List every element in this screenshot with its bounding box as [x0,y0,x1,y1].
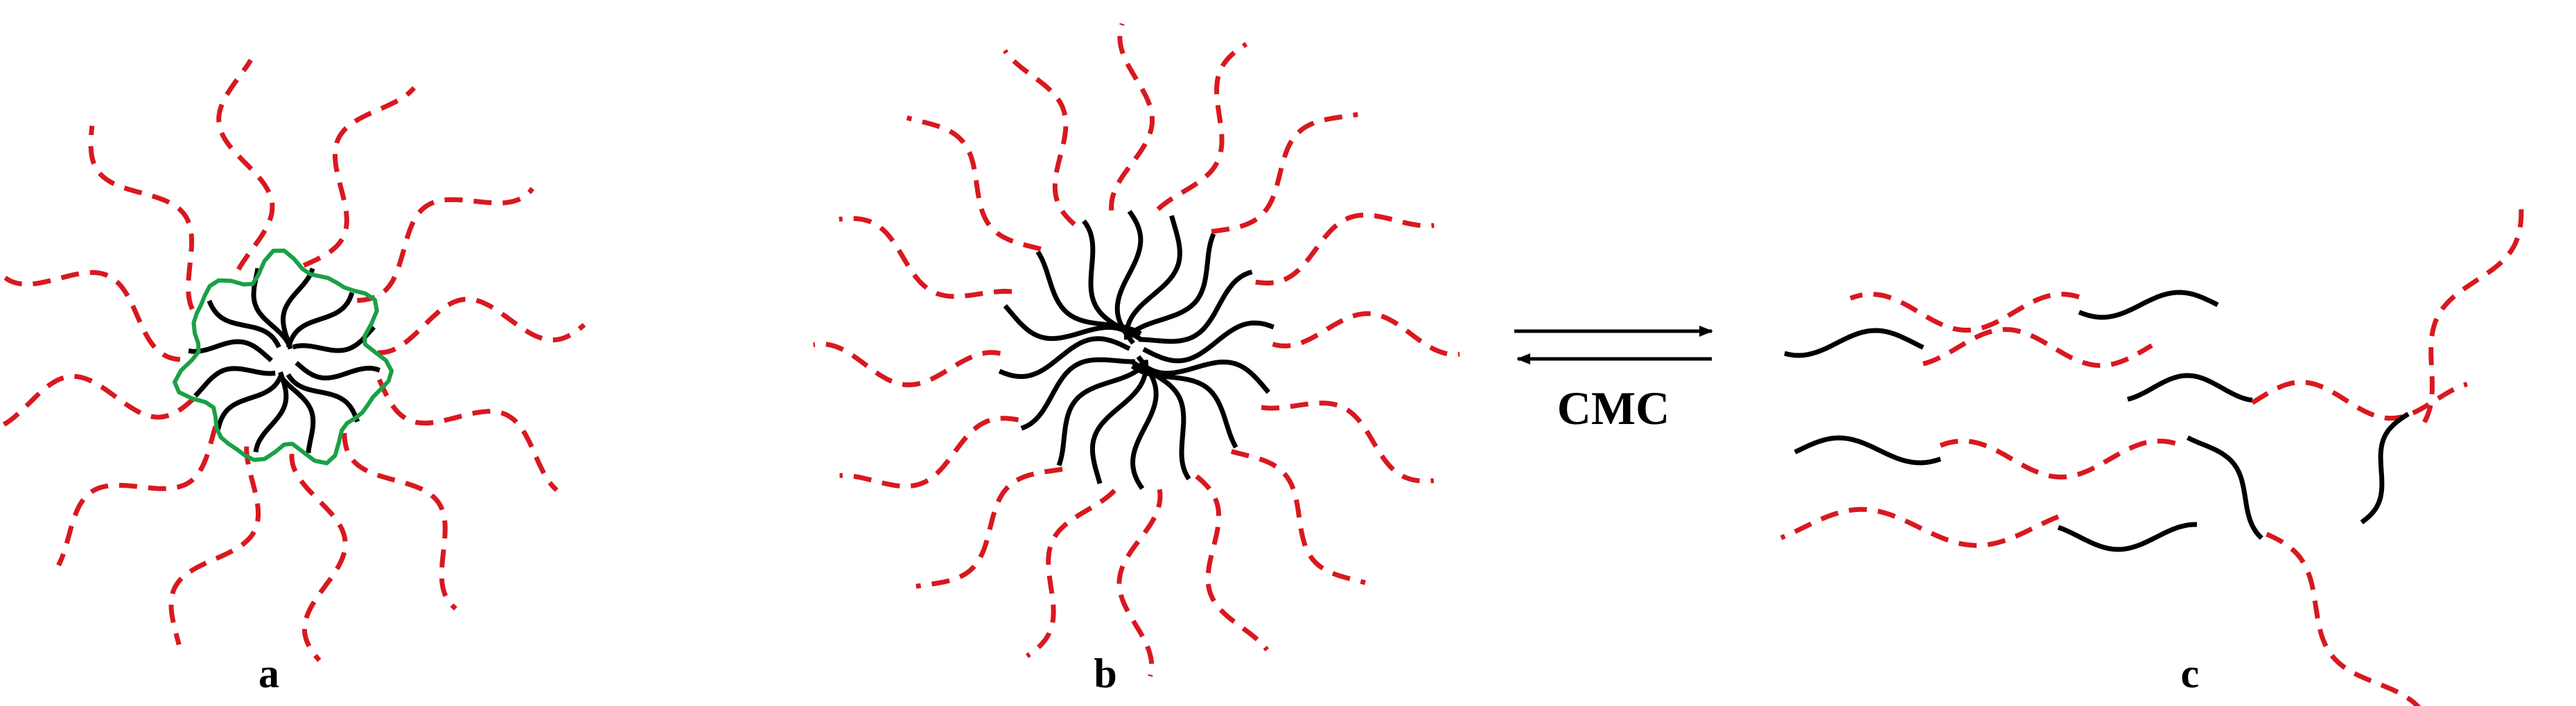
hydrophilic-head [0,270,181,362]
hydrophilic-head [1025,488,1116,658]
hydrophobic-tail [1130,355,1159,491]
hydrophobic-tail [277,373,316,454]
hydrophilic-head [88,125,195,310]
hydrophilic-head [289,454,348,662]
hydrophobic-tail [253,371,289,453]
hydrophilic-head [1230,449,1366,585]
panel-label-a: a [259,651,279,696]
hydrophobic-tail [2127,373,2253,403]
hydrophilic-head [839,215,1013,299]
hydrophilic-head [906,115,1042,251]
hydrophobic-tail [2187,435,2263,540]
hydrophilic-head [915,466,1063,589]
hydrophilic-head [1003,48,1076,227]
hydrophilic-head [1195,474,1270,652]
hydrophobic-tail [1128,233,1216,337]
hydrophobic-tail [286,373,360,423]
hydrophobic-tail [1794,435,1942,466]
hydrophobic-tail [188,339,273,362]
hydrophobic-tail [281,267,315,350]
hydrophilic-head [813,342,1001,387]
hydrophobic-tail [1139,270,1253,344]
hydrophobic-tail [2360,412,2410,524]
hydrophilic-head [168,446,261,646]
hydrophobic-tail [1020,357,1135,431]
hydrophobic-tail [207,299,281,348]
panel-b-spherical-micelle [813,23,1460,677]
panel-a-micelle-with-core [0,58,586,662]
hydrophilic-head [1272,311,1460,358]
hydrophobic-tail [1056,363,1146,466]
hydrophilic-head [1116,488,1163,677]
hydrophilic-head [0,373,195,430]
hydrophilic-head [1156,42,1248,211]
hydrophilic-head [839,416,1019,489]
hydrophilic-head [302,86,417,268]
hydrophobic-tail [2078,290,2219,320]
hydrophilic-head [2422,206,2524,423]
hydrophilic-head [2266,531,2421,706]
hydrophilic-head [377,378,559,492]
hydrophilic-head [342,432,457,611]
hydrophilic-head [2251,380,2469,421]
hydrophobic-tail [1081,219,1143,342]
hydrophilic-head [1922,327,2153,368]
hydrophilic-head [56,425,218,567]
hydrophilic-head [357,186,535,303]
hydrophobic-tail [1138,360,1271,394]
hydrophilic-head [378,297,586,355]
hydrophilic-head [1255,213,1435,285]
equilibrium-arrows-icon: CMC [1514,326,1713,434]
hydrophobic-tail [998,336,1131,379]
hydrophobic-tail [1784,328,1925,358]
hydrophobic-tail [216,373,284,430]
hydrophobic-tail [1089,360,1148,484]
hydrophobic-tail [1123,215,1182,340]
hydrophilic-head [216,58,275,271]
panel-label-b: b [1094,651,1116,696]
hydrophilic-head [1780,506,2060,548]
hydrophobic-tail [1142,320,1274,364]
hydrophilic-head [1261,400,1435,484]
hydrophobic-tail [193,366,276,398]
micelle-core-boundary [173,248,394,466]
cmc-label: CMC [1557,382,1670,434]
hydrophobic-tail [292,325,376,353]
hydrophilic-head [1109,23,1155,211]
hydrophilic-head [1849,292,2080,333]
hydrophilic-head [1939,439,2177,479]
hydrophobic-tail [295,360,381,381]
hydrophobic-tail [286,292,355,348]
hydrophilic-head [1211,112,1358,234]
hydrophobic-tail [1114,209,1144,345]
hydrophobic-tail [2057,522,2198,552]
panel-c-free-surfactants [1780,206,2524,706]
panel-label-c: c [2181,651,2200,696]
